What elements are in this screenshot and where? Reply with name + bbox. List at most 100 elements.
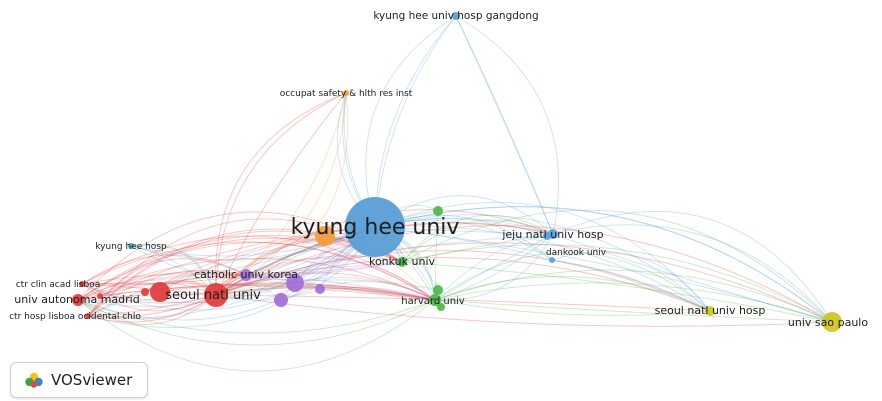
- link-edge: [455, 15, 560, 235]
- link-edge: [215, 92, 347, 296]
- node-occupat[interactable]: [343, 90, 349, 96]
- node-label-catholic[interactable]: catholic univ korea: [194, 268, 298, 281]
- node-snu[interactable]: [204, 283, 228, 307]
- node-bubble[interactable]: [97, 293, 103, 299]
- link-edge: [77, 294, 217, 320]
- node-label-snuhosp[interactable]: seoul natl univ hosp: [655, 304, 766, 317]
- node-bubble[interactable]: [141, 288, 149, 296]
- link-edge: [552, 233, 833, 323]
- label-layer: kyung hee univ kyung hee univ hosp gangdo…: [9, 10, 868, 329]
- link-edge: [77, 226, 376, 302]
- link-edge: [130, 226, 376, 257]
- link-edge: [374, 225, 711, 312]
- link-edge: [434, 233, 554, 301]
- node-snuhosp[interactable]: [705, 306, 715, 316]
- node-label-gangdong[interactable]: kyung hee univ hosp gangdong: [373, 10, 538, 22]
- link-edge: [215, 294, 833, 327]
- link-edge: [434, 252, 711, 312]
- link-edge: [401, 261, 833, 323]
- link-edge: [81, 235, 436, 301]
- node-bubble[interactable]: [315, 226, 335, 246]
- node-konkuk[interactable]: [397, 257, 407, 267]
- node-bubble[interactable]: [150, 282, 170, 302]
- link-edge: [374, 206, 833, 323]
- node-saopaulo[interactable]: [822, 312, 842, 332]
- node-gangdong[interactable]: [452, 12, 460, 20]
- link-edge: [434, 235, 548, 301]
- link-edge: [77, 273, 247, 301]
- link-edge: [130, 243, 217, 296]
- link-edge: [551, 259, 711, 312]
- link-edge: [215, 285, 436, 301]
- link-edge: [552, 224, 833, 323]
- node-harvard[interactable]: [429, 294, 441, 306]
- edge-layer: [77, 15, 833, 372]
- node-label-ctrhosp[interactable]: ctr hosp lisboa ocidental chlo: [9, 312, 141, 322]
- link-edge: [77, 294, 217, 325]
- link-edge: [551, 251, 711, 312]
- link-edge: [374, 206, 833, 323]
- link-edge: [81, 241, 436, 301]
- node-label-madrid[interactable]: univ autonoma madrid: [14, 293, 139, 306]
- node-jeju[interactable]: [548, 229, 558, 239]
- node-bubble[interactable]: [437, 303, 445, 311]
- link-edge: [455, 15, 554, 235]
- node-bubble[interactable]: [433, 285, 443, 295]
- link-edge: [245, 274, 436, 301]
- link-edge: [215, 278, 321, 296]
- link-edge: [77, 242, 436, 301]
- link-edge: [87, 258, 247, 317]
- link-edge: [319, 280, 436, 301]
- node-label-khhosp[interactable]: kyung hee hosp: [95, 242, 167, 252]
- node-ctrclin[interactable]: [79, 281, 85, 287]
- node-label-jeju[interactable]: jeju natl univ hosp: [501, 228, 603, 241]
- vosviewer-logo-icon: [25, 372, 43, 388]
- link-edge: [434, 299, 711, 316]
- link-edge: [374, 214, 711, 312]
- link-edge: [401, 209, 833, 323]
- node-khu[interactable]: [345, 197, 405, 257]
- link-edge: [434, 275, 711, 312]
- link-edge: [552, 210, 833, 323]
- link-edge: [401, 244, 833, 323]
- link-edge: [87, 294, 217, 318]
- link-edge: [245, 257, 436, 301]
- node-bubble[interactable]: [274, 293, 288, 307]
- link-edge: [81, 226, 376, 285]
- node-label-konkuk[interactable]: konkuk univ: [369, 255, 436, 268]
- link-edge: [455, 15, 554, 235]
- link-edge: [215, 255, 403, 296]
- link-edge: [365, 15, 457, 228]
- node-label-snu[interactable]: seoul natl univ: [165, 288, 261, 303]
- node-label-dankook[interactable]: dankook univ: [546, 248, 607, 258]
- node-label-harvard[interactable]: harvard univ: [401, 296, 465, 307]
- vosviewer-logo-text: VOSviewer: [51, 371, 133, 389]
- link-edge: [215, 92, 347, 296]
- link-edge: [434, 299, 833, 323]
- link-edge: [77, 226, 376, 307]
- link-edge: [374, 226, 833, 323]
- link-edge: [434, 282, 833, 323]
- node-khhosp[interactable]: [128, 243, 134, 249]
- link-edge: [77, 299, 436, 372]
- node-catholic[interactable]: [240, 269, 252, 281]
- node-madrid[interactable]: [72, 294, 84, 306]
- node-layer: [72, 12, 842, 332]
- node-label-saopaulo[interactable]: univ sao paulo: [788, 316, 868, 329]
- link-edge: [87, 226, 376, 317]
- node-ctrhosp[interactable]: [85, 313, 91, 319]
- node-label-ctrclin[interactable]: ctr clin acad lisboa: [16, 280, 101, 290]
- link-edge: [81, 282, 436, 301]
- vosviewer-badge[interactable]: VOSviewer: [10, 362, 148, 398]
- node-bubble[interactable]: [433, 206, 443, 216]
- link-edge: [215, 279, 439, 296]
- node-label-occupat[interactable]: occupat safety & hlth res inst: [280, 89, 413, 99]
- link-edge: [401, 233, 554, 263]
- link-edge: [77, 257, 436, 301]
- node-bubble[interactable]: [315, 284, 325, 294]
- node-label-khu[interactable]: kyung hee univ: [291, 215, 460, 240]
- link-edge: [401, 219, 554, 263]
- node-bubble[interactable]: [286, 274, 304, 292]
- node-dankook[interactable]: [549, 257, 555, 263]
